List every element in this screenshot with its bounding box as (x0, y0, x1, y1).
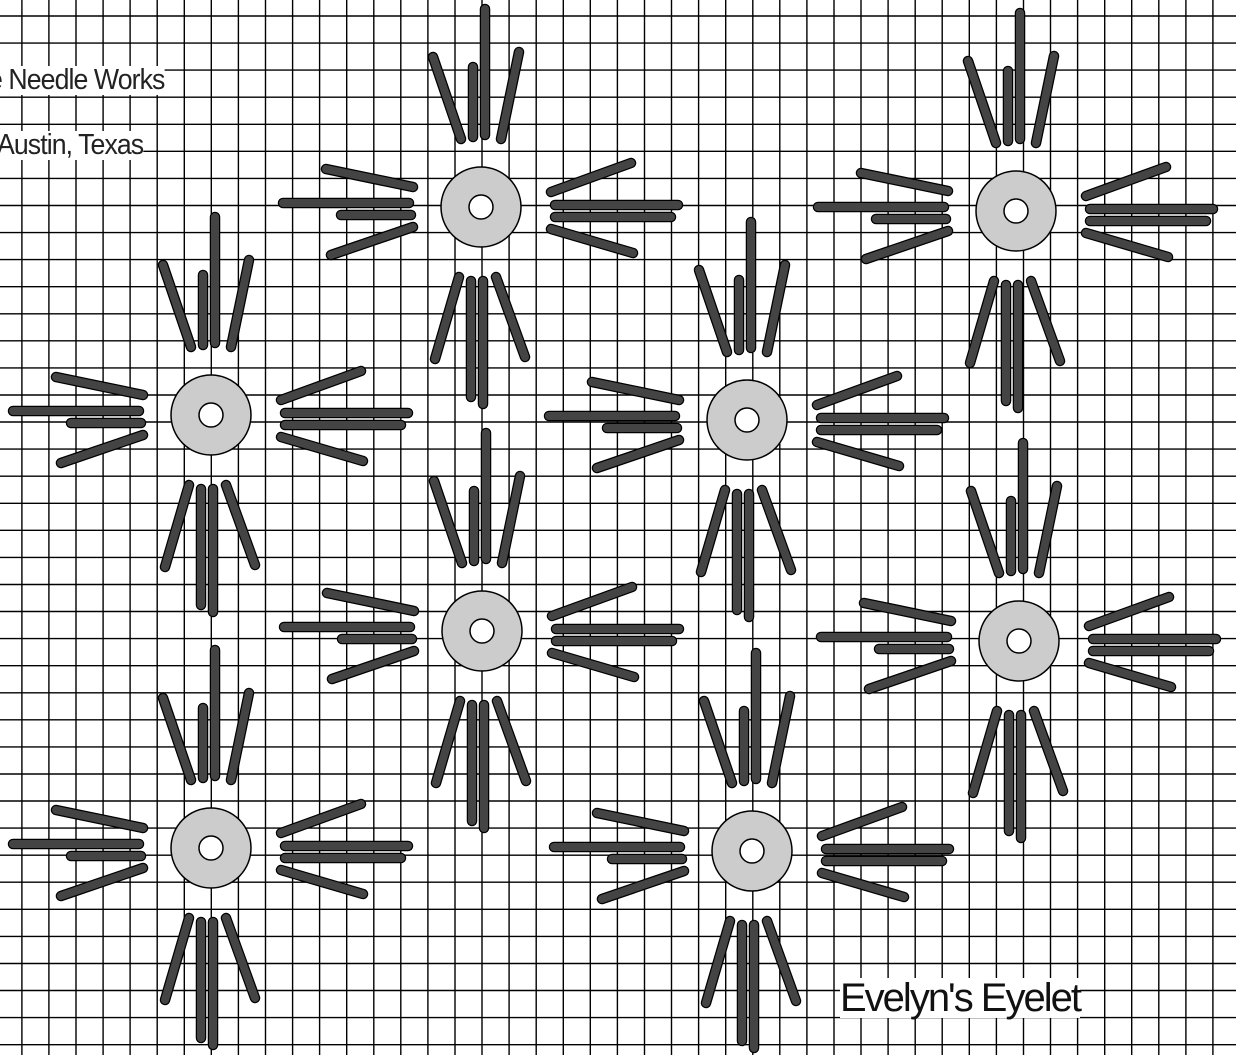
stitch (767, 265, 785, 352)
stitch (1034, 711, 1063, 791)
stitch (502, 476, 520, 563)
eyelet (13, 217, 408, 612)
stitch (772, 696, 790, 783)
eyelet-hole (740, 839, 764, 863)
eyelet-stitches (13, 9, 1216, 1048)
stitch (817, 442, 899, 466)
eyelet-hole (735, 408, 759, 432)
stitch (973, 711, 997, 793)
stitch (866, 231, 948, 259)
stitch (165, 918, 189, 1000)
stitch (163, 698, 191, 780)
eyelet-hole (199, 403, 223, 427)
stitch (704, 701, 732, 783)
stitch (1031, 281, 1060, 361)
stitch (1086, 233, 1168, 257)
stitch (231, 693, 249, 780)
stitch-title: Evelyn's Eyelet (840, 978, 1080, 1018)
studio-name: e Needle Works (0, 66, 164, 95)
stitch (1036, 56, 1054, 143)
stitch (970, 281, 994, 363)
eyelet (818, 13, 1213, 408)
stitch (496, 277, 525, 357)
stitch (165, 485, 189, 567)
stitch (434, 481, 462, 563)
stitch (226, 918, 255, 998)
stitch (1039, 486, 1057, 573)
stitch (501, 52, 519, 139)
eyelet (821, 443, 1216, 838)
stitch (968, 61, 996, 143)
stitch (433, 57, 461, 139)
stitch (1086, 167, 1166, 196)
eyelet (284, 433, 679, 828)
stitch (436, 701, 460, 783)
eyelet-hole (470, 619, 494, 643)
stitch (861, 173, 948, 191)
eyelet-hole (1007, 629, 1031, 653)
eyelet (13, 650, 408, 1045)
stitch (699, 270, 727, 352)
eyelet-hole (199, 836, 223, 860)
stitch (497, 701, 526, 781)
studio-location: Austin, Texas (0, 131, 143, 160)
eyelet (283, 9, 678, 404)
stitch (592, 382, 679, 400)
stitch (597, 440, 679, 468)
stitch (231, 260, 249, 347)
stitch (817, 376, 897, 405)
stitch (767, 921, 796, 1001)
eyelet-hole (469, 195, 493, 219)
stitch (226, 485, 255, 565)
stitch (163, 265, 191, 347)
eyelet-hole (1004, 199, 1028, 223)
